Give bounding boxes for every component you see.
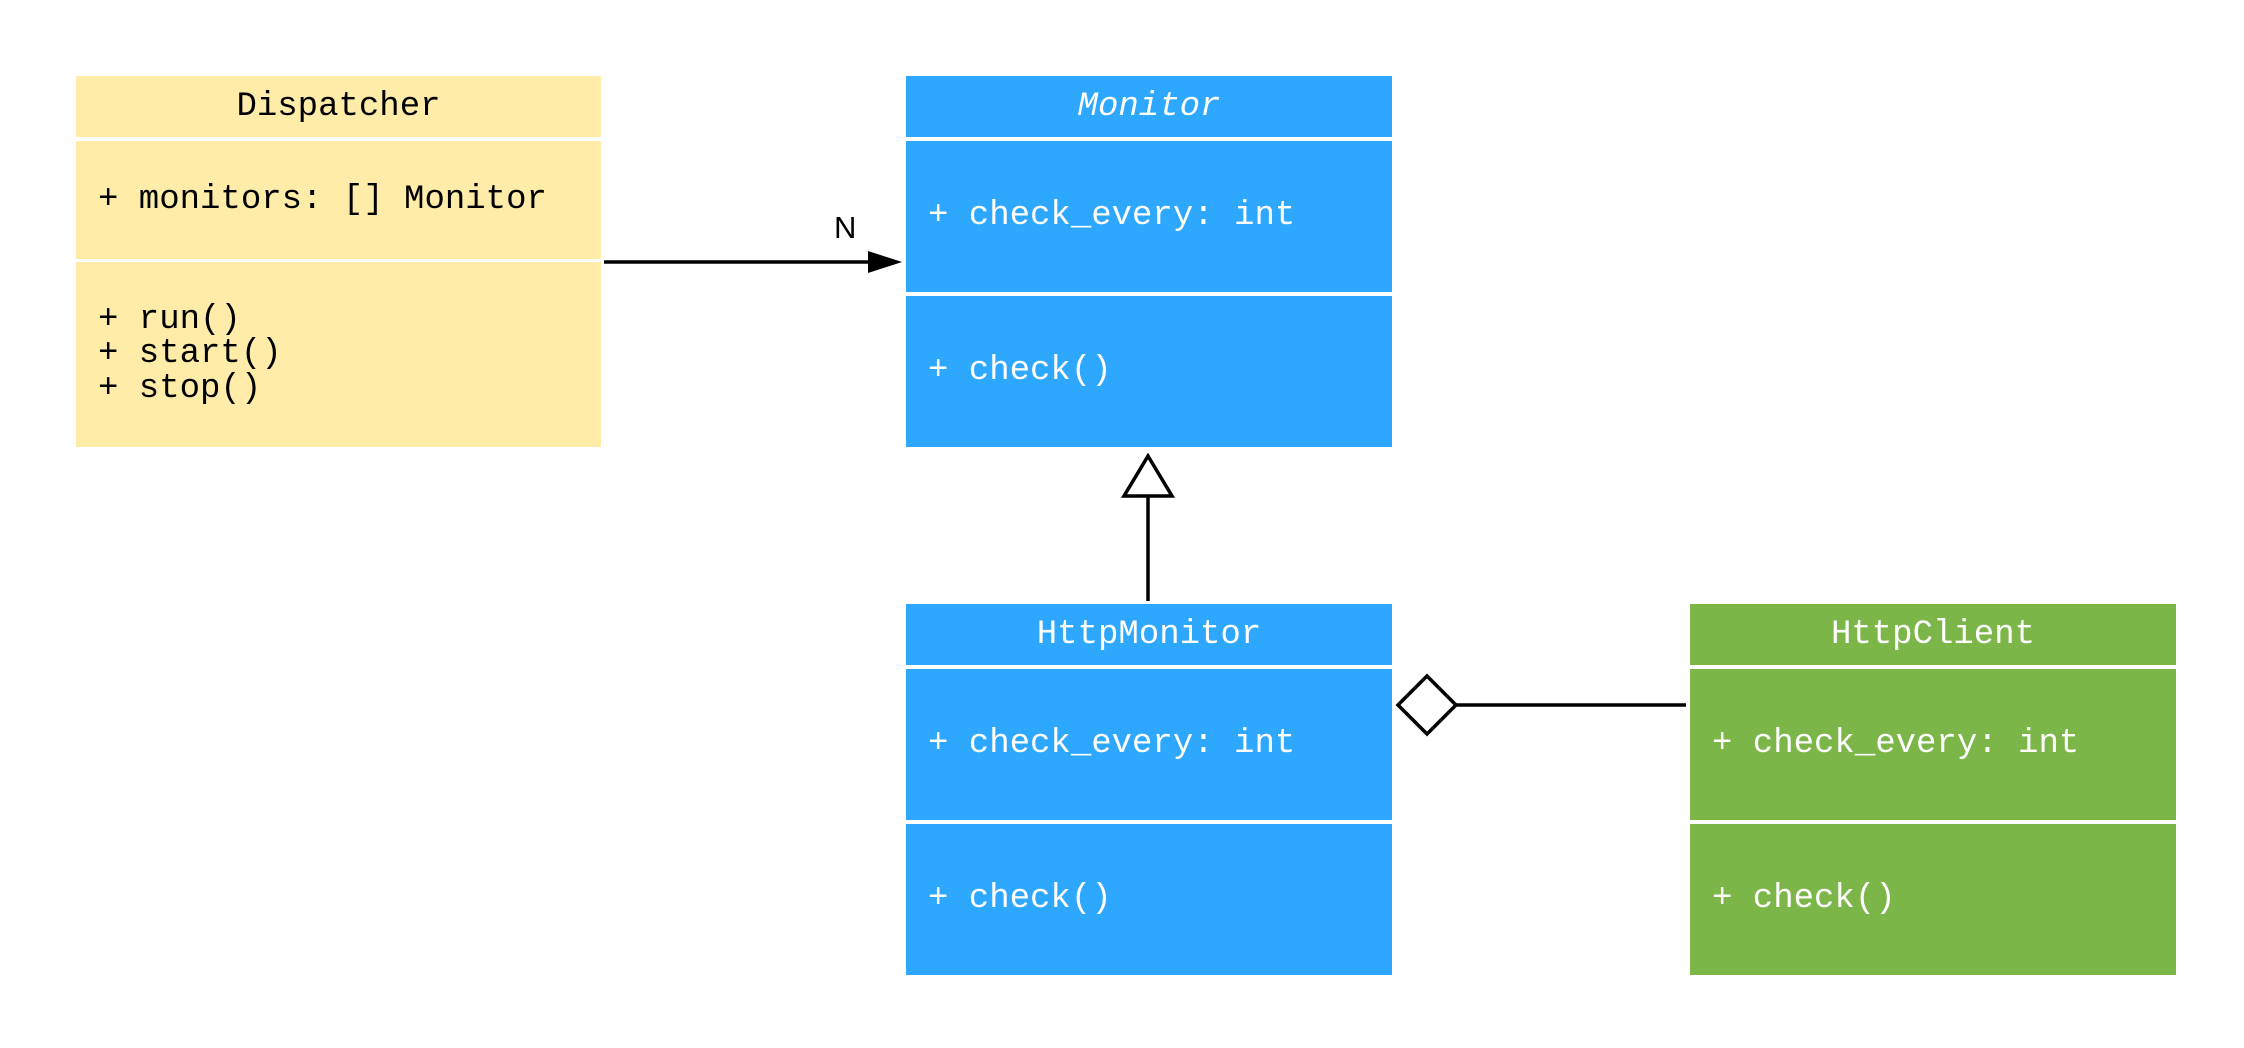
- class-attributes: + monitors: [] Monitor: [76, 141, 601, 259]
- class-http-monitor[interactable]: HttpMonitor + check_every: int + check(): [906, 604, 1392, 975]
- class-attributes: + check_every: int: [906, 669, 1392, 820]
- class-http-client[interactable]: HttpClient + check_every: int + check(): [1690, 604, 2176, 975]
- class-methods: + run() + start() + stop(): [76, 262, 601, 447]
- class-name: Monitor: [906, 76, 1392, 137]
- class-methods: + check(): [906, 296, 1392, 447]
- aggregation-link: [1395, 673, 1686, 737]
- class-name: HttpMonitor: [906, 604, 1392, 665]
- hollow-diamond-icon: [1395, 673, 1459, 737]
- class-name: Dispatcher: [76, 76, 601, 137]
- multiplicity-label: N: [834, 210, 857, 245]
- class-attributes: + check_every: int: [906, 141, 1392, 292]
- class-dispatcher[interactable]: Dispatcher + monitors: [] Monitor + run(…: [76, 76, 601, 447]
- hollow-triangle-icon: [1120, 452, 1176, 498]
- class-methods: + check(): [1690, 824, 2176, 975]
- class-name: HttpClient: [1690, 604, 2176, 665]
- arrowhead-icon: [868, 251, 902, 273]
- class-methods: + check(): [906, 824, 1392, 975]
- inheritance-arrow: [1120, 452, 1176, 601]
- association-arrow: [604, 251, 902, 273]
- class-monitor[interactable]: Monitor + check_every: int + check(): [906, 76, 1392, 447]
- class-attributes: + check_every: int: [1690, 669, 2176, 820]
